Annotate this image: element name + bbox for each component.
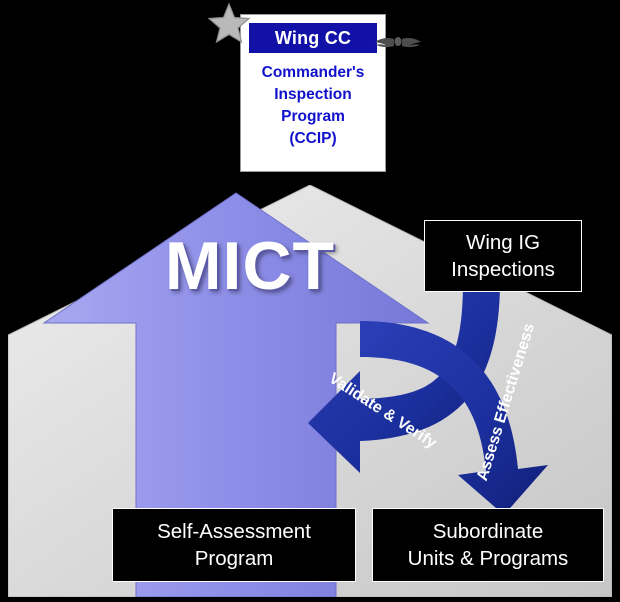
star-icon xyxy=(207,2,251,44)
self-assessment-line-1: Self-Assessment xyxy=(157,520,311,543)
mict-label: MICT xyxy=(164,228,336,304)
assess-effectiveness-arrow xyxy=(360,321,548,515)
ccip-line-2: Inspection xyxy=(274,86,352,103)
self-assessment-program-box: Self-Assessment Program xyxy=(112,508,356,582)
wing-cc-header: Wing CC xyxy=(249,23,377,53)
ccip-line-4: (CCIP) xyxy=(289,130,337,147)
self-assessment-line-2: Program xyxy=(194,547,274,570)
mict-up-arrow xyxy=(42,192,430,597)
wing-ig-line-2: Inspections xyxy=(451,258,555,281)
wing-ig-line-1: Wing IG xyxy=(465,231,541,254)
validate-verify-arrow xyxy=(308,281,500,473)
ccip-body: Commander's Inspection Program (CCIP) xyxy=(241,62,385,150)
subordinate-units-programs-box: Subordinate Units & Programs xyxy=(372,508,604,582)
wing-cc-ccip-card: Wing CC Commander's Inspection Program (… xyxy=(240,14,386,172)
ccip-line-3: Program xyxy=(281,108,345,125)
subordinate-line-1: Subordinate xyxy=(432,520,544,543)
ccip-line-1: Commander's xyxy=(261,64,365,81)
pilot-wings-icon xyxy=(375,37,421,48)
wing-ig-inspections-box: Wing IG Inspections xyxy=(424,220,582,292)
subordinate-line-2: Units & Programs xyxy=(407,547,569,570)
